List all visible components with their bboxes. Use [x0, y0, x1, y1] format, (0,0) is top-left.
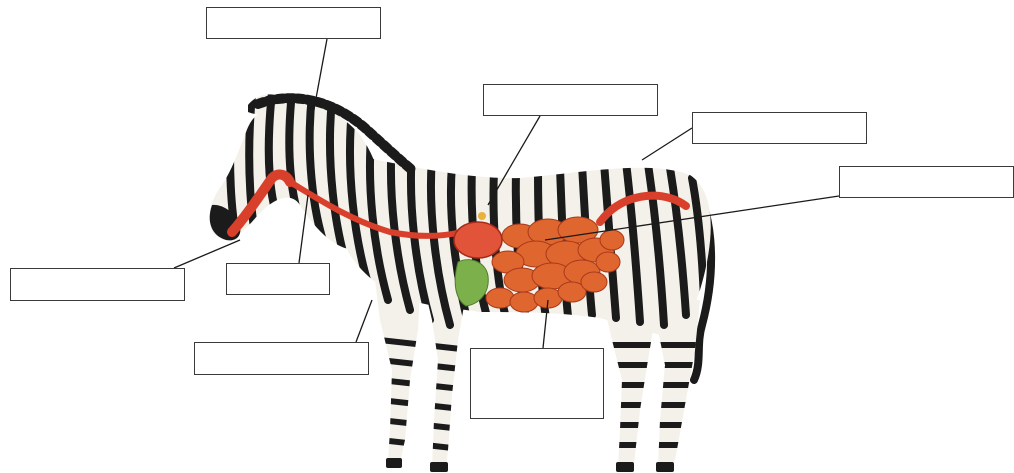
label-box-2[interactable] [483, 84, 658, 116]
leader-line-3 [642, 128, 692, 160]
label-box-3[interactable] [692, 112, 867, 144]
label-box-5[interactable] [10, 268, 185, 301]
label-box-8[interactable] [470, 348, 604, 419]
label-box-7[interactable] [194, 342, 369, 375]
stomach [454, 222, 502, 258]
leader-line-7 [356, 300, 372, 342]
label-box-6[interactable] [226, 263, 330, 295]
label-box-4[interactable] [839, 166, 1014, 198]
label-box-1[interactable] [206, 7, 381, 39]
salivary-gland [478, 212, 486, 220]
